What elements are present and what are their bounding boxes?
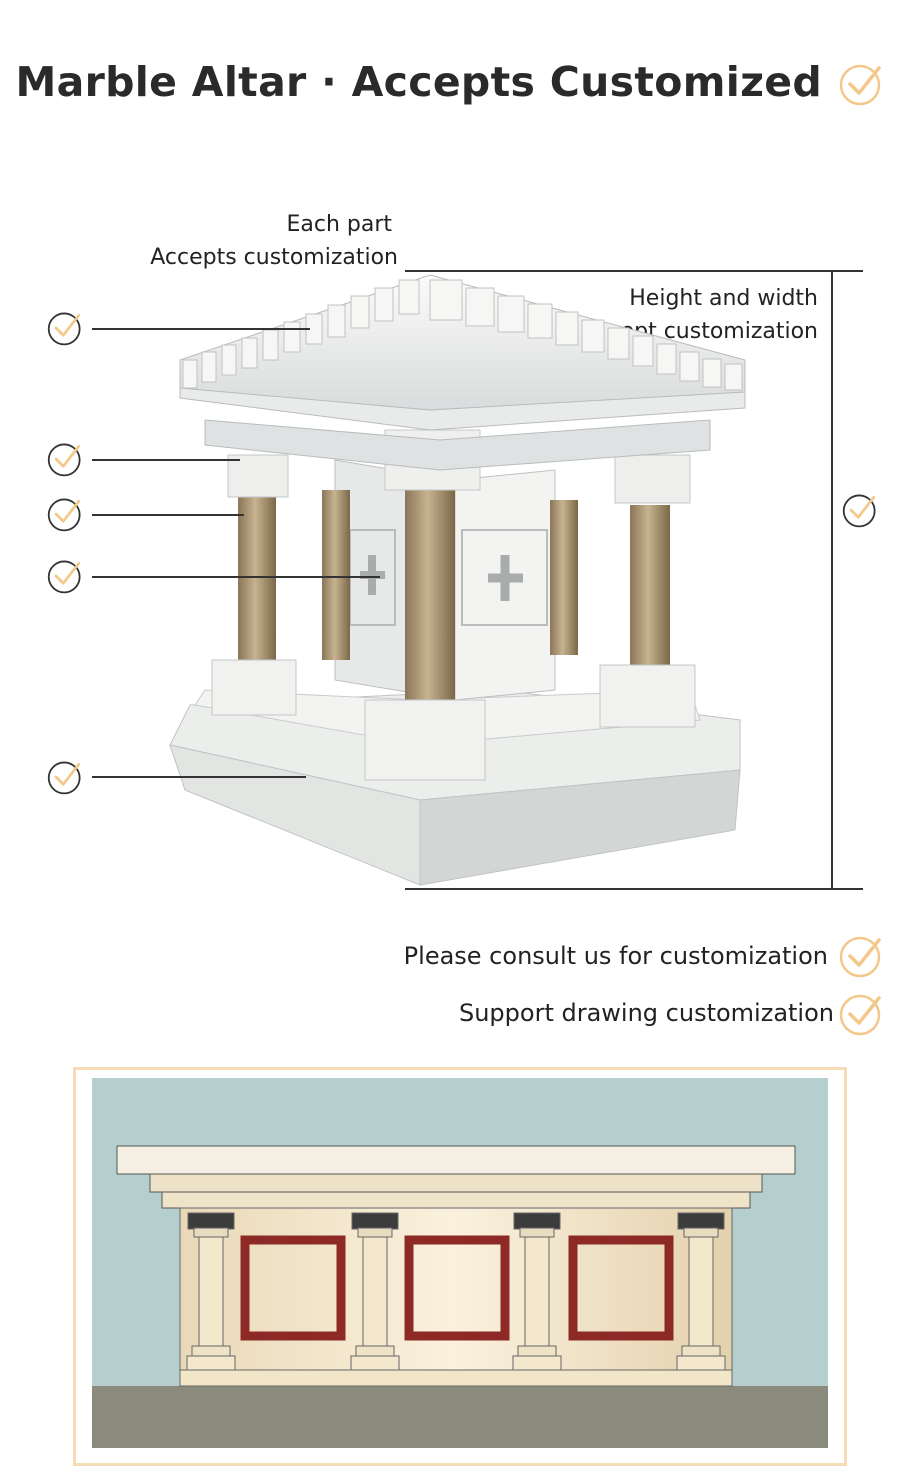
altar-design-drawing [92, 1078, 828, 1448]
check-circle-icon [838, 60, 886, 108]
check-circle-icon [46, 757, 86, 797]
marble-altar-image [169, 274, 746, 886]
check-circle-icon [46, 439, 86, 479]
leader-line-capital [92, 459, 240, 461]
each-part-label: Each part Accepts customization [90, 208, 398, 274]
check-circle-icon [46, 494, 86, 534]
check-circle-icon [838, 990, 886, 1038]
page-title: Marble Altar · Accepts Customized [15, 58, 822, 106]
leader-line-panel [92, 576, 380, 578]
leader-line-column [92, 514, 244, 516]
top-dimension-line [405, 270, 863, 272]
height-dimension-line [831, 270, 833, 889]
each-part-line2: Accepts customization [150, 245, 398, 270]
drawing-note: Support drawing customization [458, 999, 834, 1027]
each-part-line1: Each part [286, 212, 392, 237]
check-circle-icon [838, 932, 886, 980]
check-circle-icon [46, 556, 86, 596]
check-circle-icon [46, 308, 86, 348]
leader-line-base [92, 776, 306, 778]
check-circle-icon [841, 490, 881, 530]
height-width-line1: Height and width [629, 286, 818, 311]
leader-line-cornice [92, 328, 310, 330]
height-width-label: Height and width Accept customization [520, 282, 818, 348]
bottom-dimension-line [405, 888, 863, 890]
consult-note: Please consult us for customization [403, 942, 828, 970]
